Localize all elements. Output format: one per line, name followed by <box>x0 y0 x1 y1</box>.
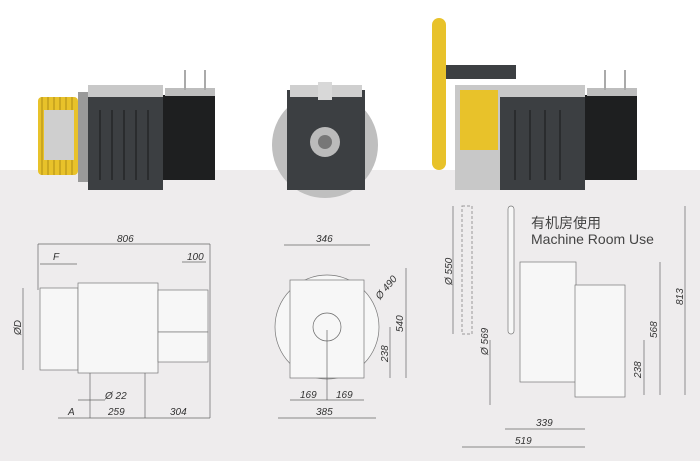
dim-sheave-diameter: ØD <box>13 320 24 336</box>
dim-bracket-spacing: 100 <box>187 252 204 263</box>
title-machine-room-use: Machine Room Use <box>531 231 654 247</box>
dim-half-left: 169 <box>300 390 317 401</box>
title-chinese: 有机房使用 <box>531 215 601 231</box>
dim-bracket-height: 568 <box>649 321 660 338</box>
drawing-side-view: 806 F 100 ØD Ø 22 A 259 304 <box>13 234 211 419</box>
dim-depth-outer: 519 <box>515 436 532 447</box>
photo-machine-room-view <box>432 18 637 190</box>
dim-base-width: 385 <box>316 407 333 418</box>
dim-depth-inner: 339 <box>536 418 553 429</box>
dim-offset-a: A <box>67 407 75 418</box>
dim-sheave-width: F <box>53 252 60 263</box>
dim-axis-height-238: 238 <box>633 361 644 379</box>
drawing-machine-room-view: 有机房使用 Machine Room Use Ø 550 813 568 Ø 5… <box>444 205 686 448</box>
photo-front-view <box>272 82 378 198</box>
drawing-front-view: 346 Ø 490 540 238 169 169 385 <box>274 234 407 419</box>
dim-total-height: 813 <box>675 288 686 305</box>
dim-height: 540 <box>395 315 406 332</box>
photo-side-view <box>38 70 215 190</box>
dim-disc-diameter: Ø 490 <box>373 274 400 303</box>
dim-foot-spacing: 259 <box>107 407 125 418</box>
dim-bolt-diameter: Ø 22 <box>104 391 127 402</box>
dim-wheel-diameter: Ø 550 <box>444 257 455 286</box>
dim-sheave-diameter-569: Ø 569 <box>480 327 491 356</box>
dim-axis-height: 238 <box>380 345 391 363</box>
dim-overall-length: 806 <box>117 234 134 245</box>
dim-width: 346 <box>316 234 333 245</box>
dim-rear-length: 304 <box>170 407 187 418</box>
dim-half-right: 169 <box>336 390 353 401</box>
